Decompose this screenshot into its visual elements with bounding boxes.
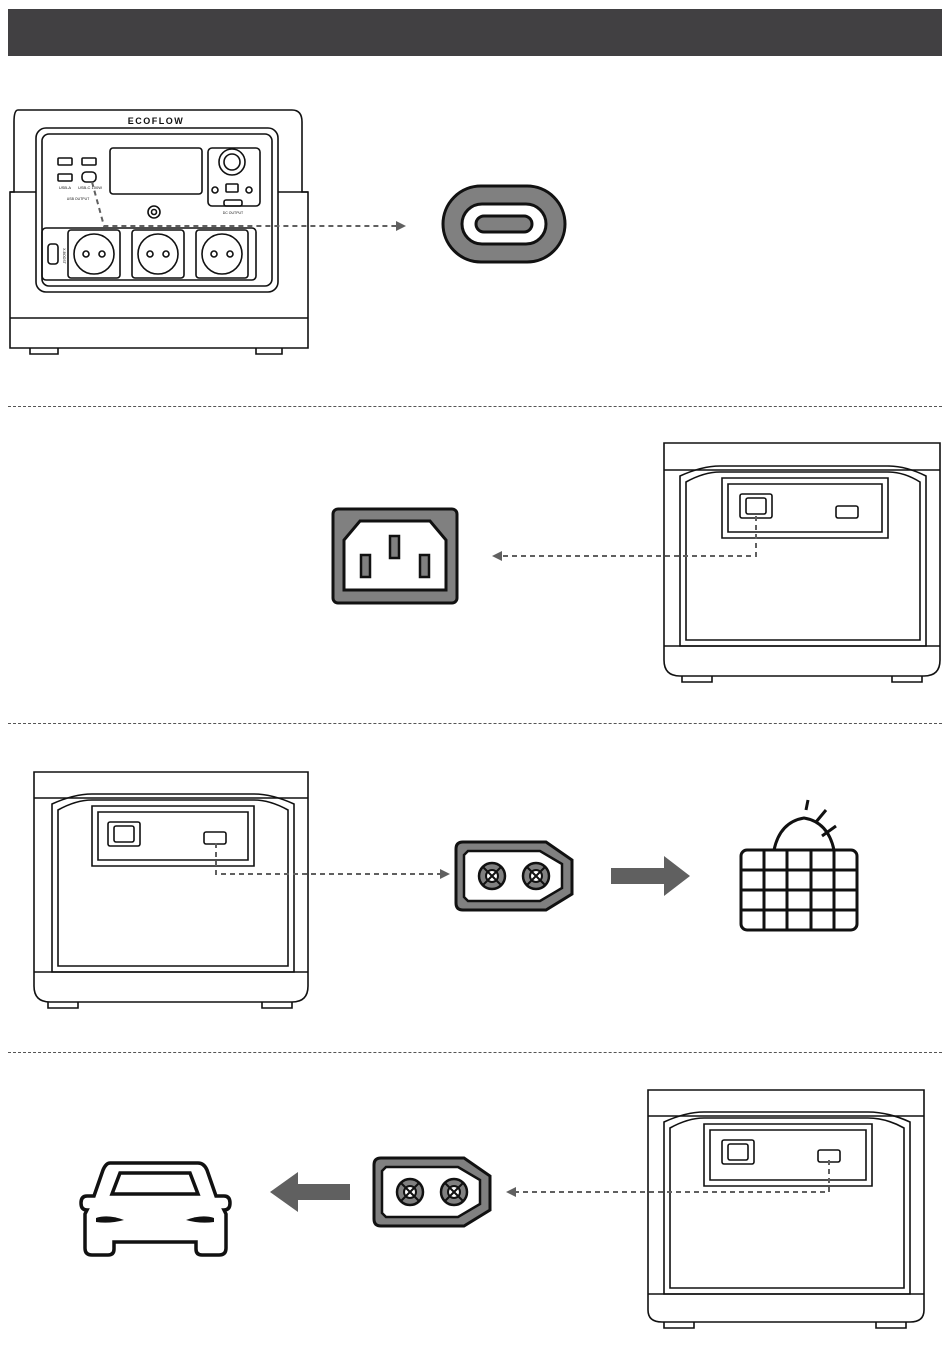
xt60-port-icon [456,842,572,910]
ac-input-port-icon [333,509,457,603]
usb-c-port-icon [443,186,565,262]
usb-c-label: USB-C 100W [78,185,102,190]
usb-output-caption: USB OUTPUT [67,197,90,201]
xt60-port-icon-car [374,1158,490,1226]
brand-logo: ECOFLOW [128,116,185,126]
solar-panel-icon [741,800,857,930]
station-rear-view-2 [34,772,308,1008]
usb-a-label: USB-A [59,185,72,190]
arrow-left-icon [270,1172,350,1212]
x-boost-label: X-BOOST [62,248,66,265]
station-rear-view-3 [648,1090,924,1328]
arrow-right-icon [611,856,690,896]
station-front-view [10,110,308,354]
dc-output-caption: DC OUTPUT [223,211,244,215]
station-rear-view-1 [664,443,940,682]
car-icon [81,1163,230,1255]
leader-solar-input [216,843,446,874]
leader-ac-input [496,516,756,556]
